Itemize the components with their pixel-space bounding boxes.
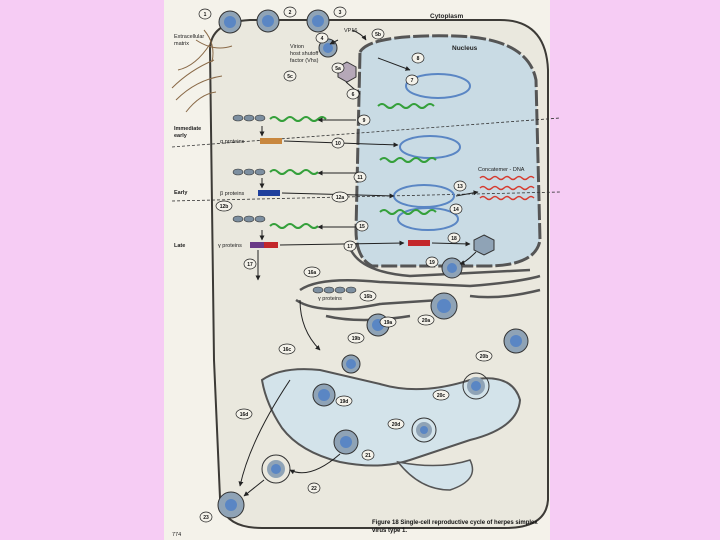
extracellular-label: matrix (174, 41, 189, 47)
step-number: 17 (347, 244, 353, 250)
virion (218, 492, 244, 518)
step-number: 5a (335, 66, 341, 72)
step-number: 18 (451, 236, 457, 242)
step-number: 4 (321, 36, 324, 42)
step-number: 21 (365, 453, 371, 459)
step-number: 5b (375, 32, 381, 38)
step-number: 19d (340, 399, 349, 405)
beta-protein-bar (258, 190, 280, 196)
step-number: 10 (335, 141, 341, 147)
step-number: 13 (457, 184, 463, 190)
vhs-label: host shutoff (290, 51, 319, 57)
step-number: 6 (352, 92, 355, 98)
gamma-proteins-label: γ proteins (218, 243, 242, 249)
gamma-protein-bar-nuclear (408, 240, 430, 246)
step-number: 17 (247, 262, 253, 268)
gamma-protein-bar-a (250, 242, 264, 248)
capsid (474, 235, 494, 255)
ribosomes (233, 169, 265, 175)
phase-label-late: Late (174, 243, 185, 249)
step-number: 16c (283, 347, 292, 353)
virion (342, 355, 360, 373)
nucleus (356, 36, 540, 266)
gamma-protein-bar-b (264, 242, 278, 248)
step-number: 16d (240, 412, 249, 418)
step-number: 19a (384, 320, 393, 326)
step-number: 15 (359, 224, 365, 230)
step-number: 3 (339, 10, 342, 16)
phase-label-early: Early (174, 190, 188, 196)
virion (219, 11, 241, 33)
phase-label-immediate: Immediate (174, 126, 201, 132)
step-number: 20b (480, 354, 489, 360)
step-number: 19 (429, 260, 435, 266)
ribosomes (233, 115, 265, 121)
step-number: 9 (363, 118, 366, 124)
alpha-proteins-label: α proteins (220, 139, 245, 145)
phase-label-immediate: early (174, 133, 188, 139)
step-number: 11 (357, 175, 363, 181)
beta-proteins-label: β proteins (220, 191, 245, 197)
step-number: 20a (422, 318, 431, 324)
step-number: 16a (308, 270, 317, 276)
concatemer-label: Concatemer - DNA (478, 167, 525, 173)
virion (307, 10, 329, 32)
step-number: 22 (311, 486, 317, 492)
step-number: 8 (417, 56, 420, 62)
vhs-label: factor (Vhs) (290, 58, 319, 64)
virion (313, 384, 335, 406)
step-number: 7 (411, 78, 414, 84)
step-number: 16b (364, 294, 373, 300)
virion (504, 329, 528, 353)
step-number: 14 (453, 207, 459, 213)
vp16-label: VP16 (344, 28, 357, 34)
extracellular-label: Extracellular (174, 34, 204, 40)
nucleus-label: Nucleus (452, 45, 478, 52)
step-number: 1 (204, 12, 207, 18)
virion (334, 430, 358, 454)
step-number: 20c (437, 393, 446, 399)
step-number: 2 (289, 10, 292, 16)
step-number: 19b (352, 336, 361, 342)
virion (431, 293, 457, 319)
alpha-protein-bar (260, 138, 282, 144)
page-number: 774 (172, 532, 181, 538)
step-number: 23 (203, 515, 209, 521)
step-number: 12a (336, 195, 345, 201)
step-number: 20d (392, 422, 401, 428)
figure-caption-line2: virus type 1. (372, 528, 407, 534)
step-number: 12b (220, 204, 229, 210)
gamma-proteins-er-label: γ proteins (318, 296, 342, 302)
figure-caption: Figure 18 Single-cell reproductive cycle… (372, 520, 538, 526)
step-number: 5c (287, 74, 293, 80)
cytoplasm-label: Cytoplasm (430, 13, 463, 20)
virion (442, 258, 462, 278)
ribosomes (233, 216, 265, 222)
vhs-label: Virion (290, 44, 304, 50)
virion (257, 10, 279, 32)
